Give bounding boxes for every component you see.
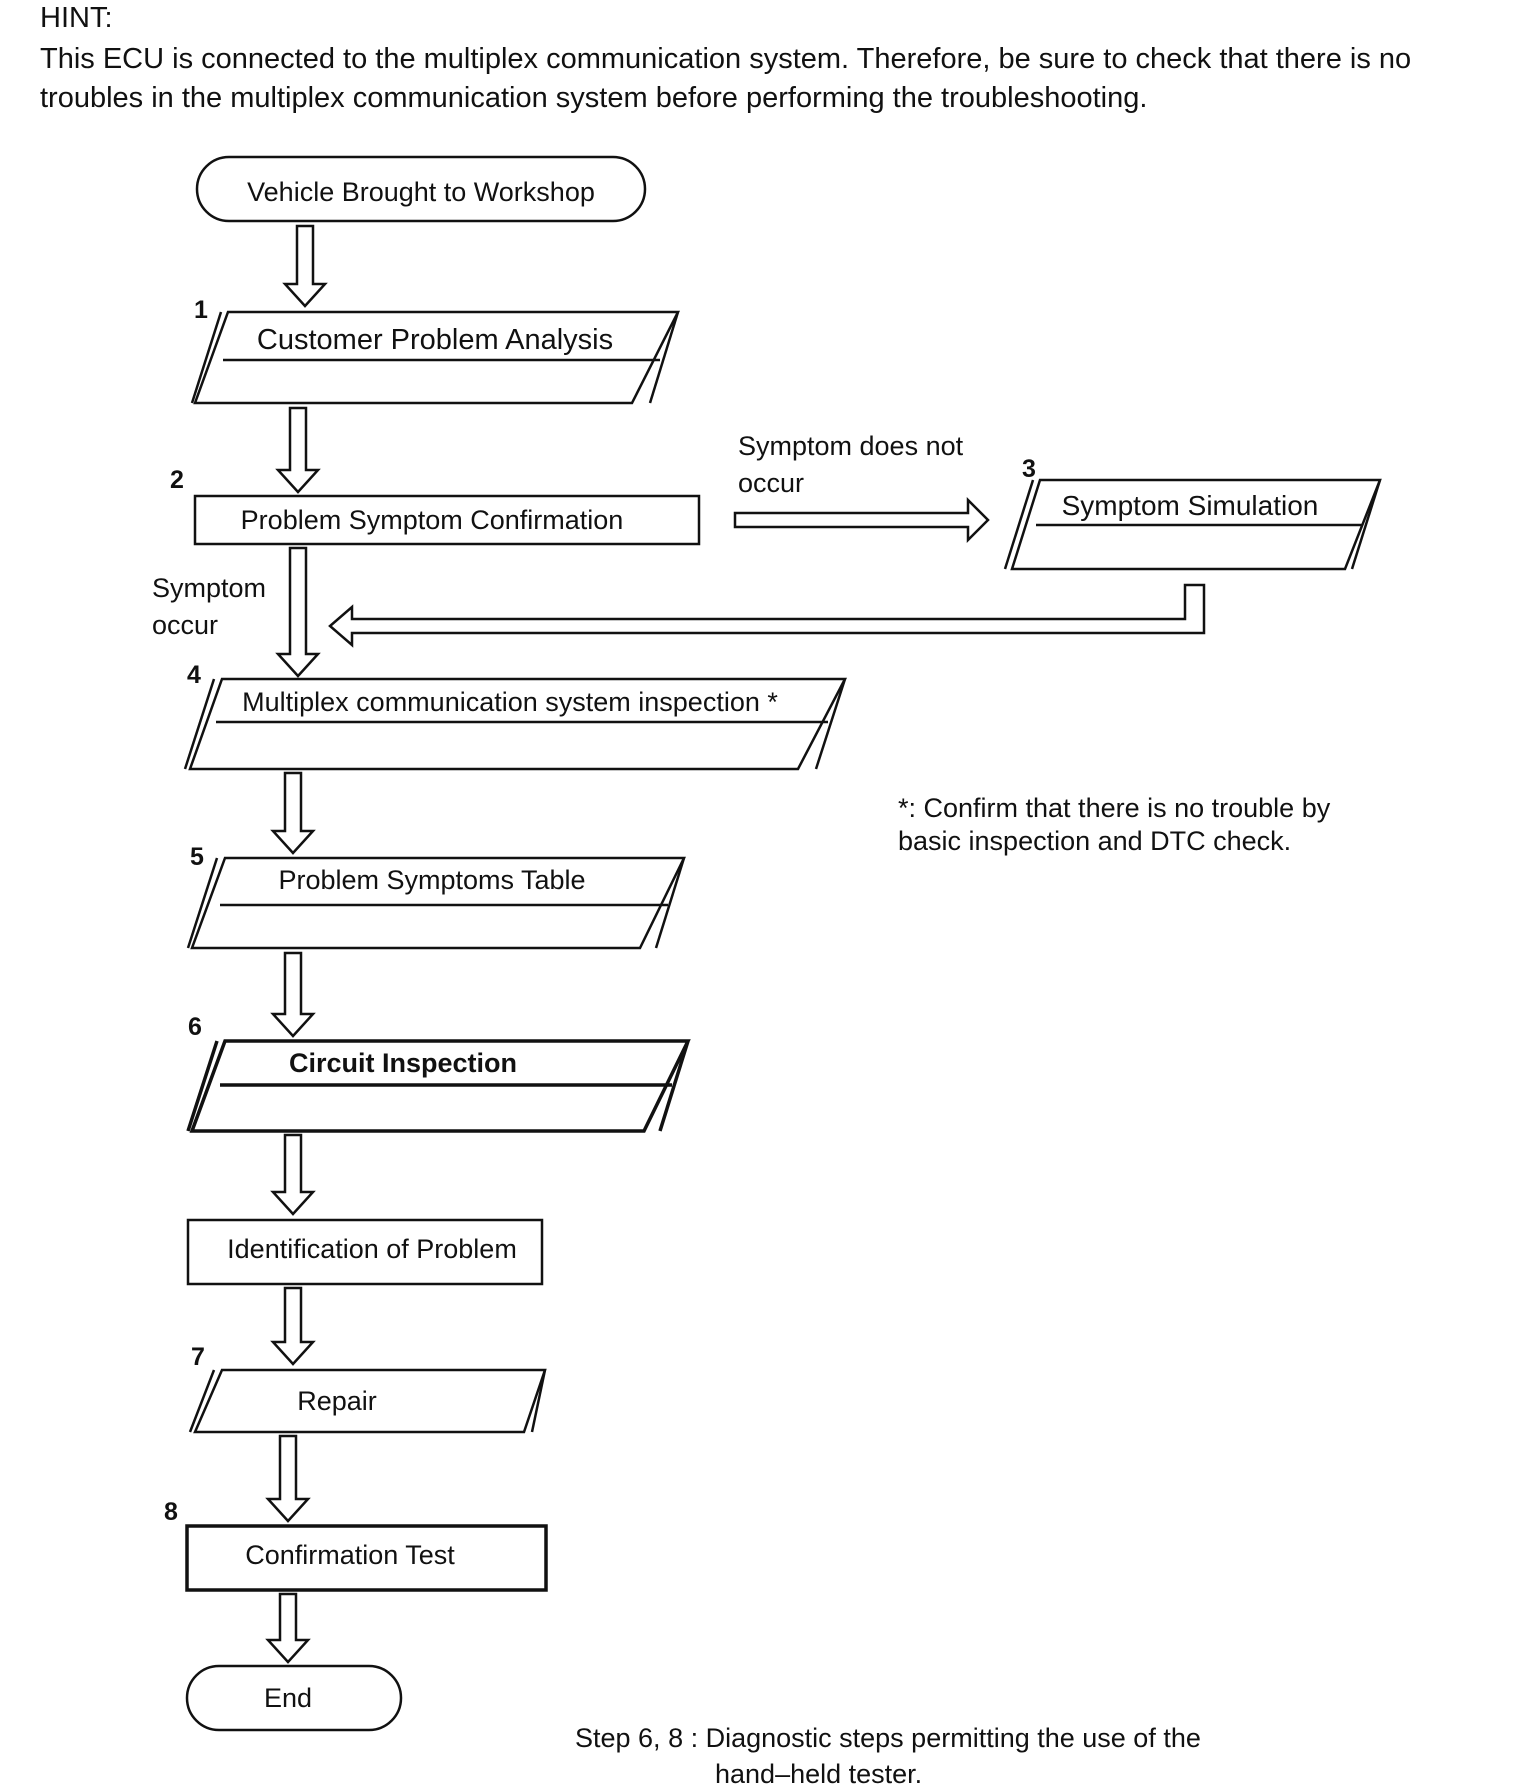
branch-not-occur-line2: occur bbox=[738, 468, 804, 498]
step-7-number: 7 bbox=[191, 1343, 205, 1371]
down-arrow-7 bbox=[270, 1286, 316, 1366]
start-terminal bbox=[195, 155, 647, 223]
step-1-label: Customer Problem Analysis bbox=[257, 324, 613, 356]
step-5-number: 5 bbox=[190, 843, 204, 871]
step-8-box bbox=[185, 1524, 548, 1592]
step-3-label: Symptom Simulation bbox=[1062, 490, 1319, 521]
step-8-number: 8 bbox=[164, 1498, 178, 1526]
step-4-number: 4 bbox=[187, 661, 201, 689]
step-7-box bbox=[188, 1368, 547, 1434]
down-arrow-3 bbox=[275, 546, 321, 678]
step-4-label: Multiplex communication system inspectio… bbox=[242, 687, 778, 717]
asterisk-note-line1: *: Confirm that there is no trouble by bbox=[898, 793, 1331, 823]
identification-box bbox=[186, 1218, 544, 1286]
step-5-label: Problem Symptoms Table bbox=[278, 865, 585, 895]
arrow-return-from-simulation bbox=[328, 583, 1206, 648]
hint-text: This ECU is connected to the multiplex c… bbox=[40, 43, 1412, 114]
down-arrow-9 bbox=[265, 1592, 311, 1664]
step-6-box bbox=[186, 1039, 691, 1133]
end-terminal bbox=[185, 1664, 403, 1732]
step-6-number: 6 bbox=[188, 1013, 202, 1041]
step-2-label: Problem Symptom Confirmation bbox=[241, 505, 624, 535]
down-arrow-4 bbox=[270, 771, 316, 855]
hint-label: HINT: bbox=[40, 2, 113, 34]
step-4-box bbox=[183, 677, 848, 771]
down-arrow-8 bbox=[265, 1434, 311, 1523]
tester-note-line2: hand–held tester. bbox=[715, 1759, 922, 1788]
asterisk-note-line2: basic inspection and DTC check. bbox=[898, 826, 1291, 856]
step-3-number: 3 bbox=[1022, 455, 1036, 483]
arrow-to-simulation bbox=[733, 496, 990, 544]
step-2-box bbox=[193, 494, 701, 546]
branch-not-occur-line1: Symptom does not bbox=[738, 431, 964, 461]
down-arrow-5 bbox=[270, 951, 316, 1038]
down-arrow-1 bbox=[282, 224, 328, 308]
step-2-number: 2 bbox=[170, 466, 184, 494]
down-arrow-6 bbox=[270, 1133, 316, 1216]
end-label: End bbox=[264, 1683, 312, 1713]
step-6-label: Circuit Inspection bbox=[289, 1048, 517, 1078]
step-1-box bbox=[190, 310, 681, 405]
down-arrow-2 bbox=[275, 406, 321, 494]
step-5-box bbox=[186, 856, 687, 950]
step-8-label: Confirmation Test bbox=[245, 1540, 455, 1570]
step-7-label: Repair bbox=[297, 1386, 377, 1416]
identification-label: Identification of Problem bbox=[227, 1234, 517, 1264]
branch-occur-line1: Symptom bbox=[152, 573, 266, 603]
start-label: Vehicle Brought to Workshop bbox=[247, 177, 595, 207]
branch-occur-line2: occur bbox=[152, 610, 218, 640]
tester-note-line1: Step 6, 8 : Diagnostic steps permitting … bbox=[575, 1723, 1201, 1753]
step-3-box bbox=[1003, 478, 1382, 571]
step-1-number: 1 bbox=[194, 296, 208, 324]
